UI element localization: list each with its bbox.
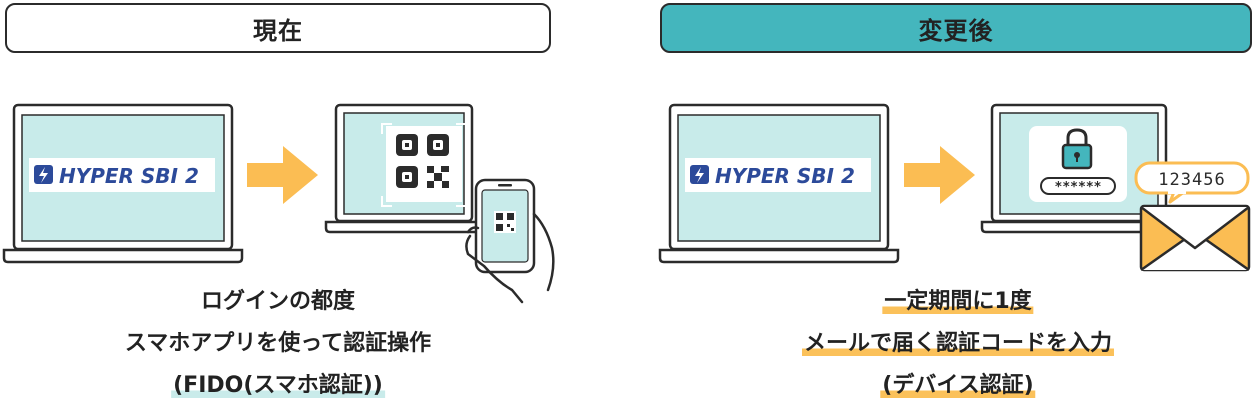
lock-icon bbox=[1066, 128, 1088, 146]
password-card: ****** bbox=[1029, 126, 1127, 202]
after-caption-2: メールで届く認証コードを入力 bbox=[801, 331, 1115, 356]
after-header: 変更後 bbox=[660, 3, 1252, 53]
logo-text: HYPER SBI 2 bbox=[59, 164, 199, 188]
logo-text-after: HYPER SBI 2 bbox=[715, 164, 855, 188]
hand-icon bbox=[465, 234, 524, 304]
before-caption-3: (FIDO(スマホ認証)) bbox=[171, 373, 385, 398]
arrow-after bbox=[904, 146, 975, 204]
password-mask: ****** bbox=[1055, 180, 1102, 195]
hyper-sbi-logo: HYPER SBI 2 bbox=[29, 158, 215, 192]
hyper-sbi-logo-after: HYPER SBI 2 bbox=[685, 158, 871, 192]
envelope-icon bbox=[1139, 204, 1251, 272]
after-caption-1: 一定期間に1度 bbox=[882, 289, 1034, 314]
smartphone bbox=[465, 178, 555, 304]
code-bubble: 123456 bbox=[1134, 161, 1250, 204]
before-header: 現在 bbox=[5, 3, 551, 53]
qr-code-icon bbox=[381, 123, 467, 207]
auth-code: 123456 bbox=[1158, 170, 1225, 190]
phone-qr-icon bbox=[494, 211, 516, 233]
after-caption-3: (デバイス認証) bbox=[880, 373, 1036, 398]
before-caption-1: ログインの都度 bbox=[200, 289, 356, 314]
before-caption-2: スマホアプリを使って認証操作 bbox=[124, 331, 432, 356]
arrow-before bbox=[247, 146, 318, 204]
